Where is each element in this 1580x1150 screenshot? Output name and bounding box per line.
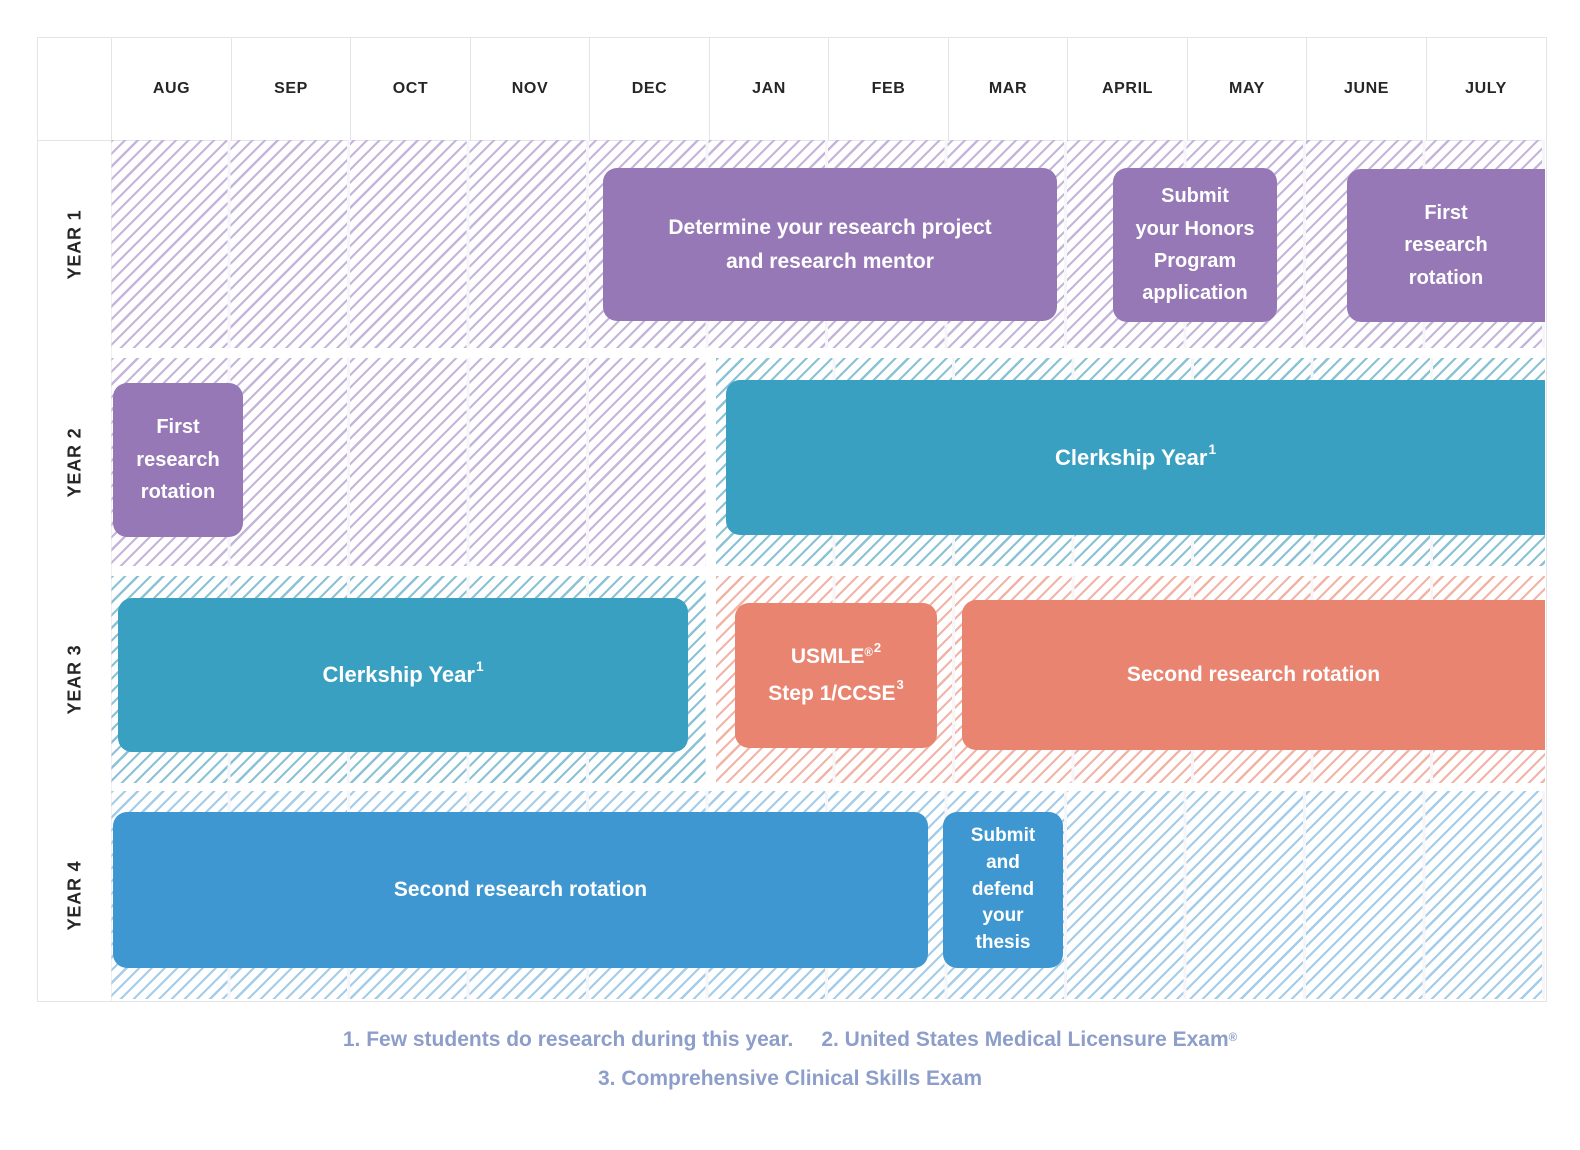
label-column-divider [111,38,112,1001]
footnote-marker-3: 3 [896,677,904,693]
bar-determine-research-project: Determine your research project and rese… [603,168,1057,321]
footnote-line-2: 3. Comprehensive Clinical Skills Exam [0,1061,1580,1097]
bar-text: Step 1/CCSE3 [768,676,903,713]
year-label-3-text: YEAR 3 [63,644,84,715]
bar-text: Second research rotation [393,878,648,901]
month-header-june: JUNE [1306,38,1426,140]
bar-text: First [1424,201,1468,224]
bar-text: USMLE [790,644,865,668]
bar-text: thesis [975,932,1031,954]
year-label-2: YEAR 2 [38,358,111,566]
bar-text: Clerkship Year [1054,444,1208,470]
footnotes: 1. Few students do research during this … [0,1022,1580,1097]
month-header-oct: OCT [350,38,470,140]
bar-text: research [1404,234,1488,257]
bar-text: Program [1153,250,1237,272]
bar-text: your [982,905,1024,927]
bar-text: Submit [1161,185,1229,208]
bar-text: Second research rotation [1126,663,1381,686]
year-label-4: YEAR 4 [38,791,111,999]
bar-first-research-rotation-year1: First research rotation [1347,169,1545,322]
month-header-feb: FEB [828,38,948,140]
bar-text: USMLE®2 [791,639,881,676]
month-header-aug: AUG [111,38,231,140]
month-header-nov: NOV [470,38,589,140]
footnote-line-1: 1. Few students do research during this … [0,1022,1580,1061]
bar-clerkship-year3: Clerkship Year1 [118,598,688,752]
month-header-july: JULY [1426,38,1545,140]
bar-text: First [156,416,200,439]
footnote-marker-1: 1 [475,659,484,675]
bar-text: and [986,851,1020,873]
year-label-1-text: YEAR 1 [63,209,84,279]
month-header-mar: MAR [948,38,1067,140]
year-label-2-text: YEAR 2 [63,427,84,497]
footnote-2-text: 2. United States Medical Licensure Exam [821,1028,1229,1051]
bar-text: your Honors [1135,217,1255,240]
bar-text: rotation [140,481,216,504]
month-header-jan: JAN [709,38,828,140]
bar-text: Determine your research project [668,215,992,239]
bar-text: and research mentor [726,249,934,273]
bar-text: research [136,448,220,471]
month-header-april: APRIL [1067,38,1187,140]
year-label-4-text: YEAR 4 [63,860,84,930]
timeline-grid: AUG SEP OCT NOV DEC JAN FEB MAR APRIL MA… [37,37,1547,1002]
bar-text: defend [971,878,1035,900]
bar-text: Clerkship Year1 [1054,441,1217,471]
bar-first-research-rotation-year2: First research rotation [113,383,243,537]
year-label-3: YEAR 3 [38,576,111,783]
bar-usmle-step1-ccse: USMLE®2 Step 1/CCSE3 [735,603,937,748]
year-label-1: YEAR 1 [38,140,111,348]
bar-submit-defend-thesis: Submit and defend your thesis [943,812,1063,968]
bar-second-research-rotation-year3: Second research rotation [962,600,1545,750]
bar-text: application [1142,282,1248,305]
bar-text: Step 1/CCSE [768,681,896,705]
footnote-2: 2. United States Medical Licensure Exam® [821,1028,1237,1051]
bar-text: Submit [970,824,1036,846]
bar-text: Clerkship Year [322,662,475,687]
bar-second-research-rotation-year4: Second research rotation [113,812,928,968]
bar-text: rotation [1408,266,1484,289]
bar-submit-honors-application: Submit your Honors Program application [1113,168,1277,322]
month-header-sep: SEP [231,38,350,140]
bar-clerkship-year2: Clerkship Year1 [726,380,1545,535]
registered-mark: ® [864,647,873,660]
footnote-marker-1: 1 [1208,441,1217,457]
footnote-marker-2: 2 [873,640,882,656]
registered-mark: ® [1228,1031,1238,1044]
footnote-3: 3. Comprehensive Clinical Skills Exam [598,1067,982,1090]
month-header-may: MAY [1187,38,1306,140]
month-header-dec: DEC [589,38,709,140]
bar-text: Clerkship Year1 [322,659,484,688]
footnote-1: 1. Few students do research during this … [342,1028,794,1051]
month-header-row: AUG SEP OCT NOV DEC JAN FEB MAR APRIL MA… [38,38,1545,141]
